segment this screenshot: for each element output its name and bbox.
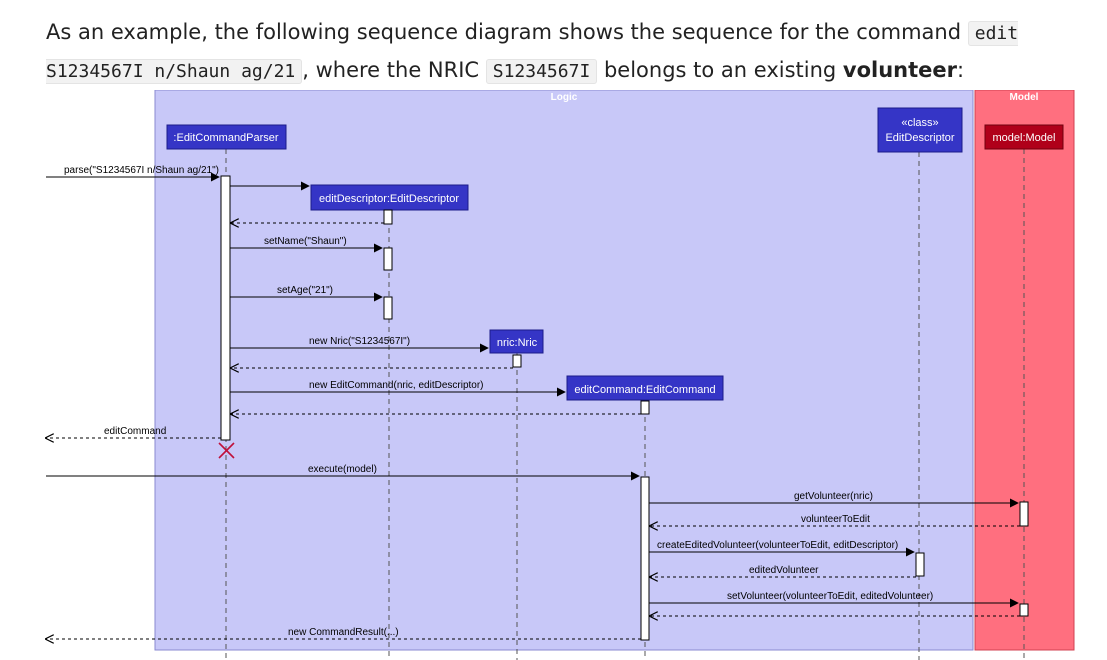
edited-volunteer-label: editedVolunteer	[749, 565, 819, 576]
intro-text-1: As an example, the following sequence di…	[46, 20, 968, 44]
inline-code-nric: S1234567I	[485, 59, 598, 84]
set-age-label: setAge("21")	[277, 285, 333, 296]
edit-descriptor-activation-3	[383, 296, 393, 320]
edit-descriptor-participant: editDescriptor:EditDescriptor	[310, 184, 469, 211]
edit-command-activation-2	[640, 476, 650, 641]
model-package-title: Model	[1010, 92, 1039, 103]
nric-activation	[512, 354, 522, 368]
edit-command-participant: editCommand:EditCommand	[566, 375, 724, 401]
edit-descriptor-activation-2	[383, 247, 393, 271]
logic-package-title: Logic	[551, 92, 578, 103]
new-edit-command-label: new EditCommand(nric, editDescriptor)	[309, 380, 484, 391]
class-edit-descriptor-participant: «class» EditDescriptor	[877, 107, 963, 153]
svg-text:editDescriptor:EditDescriptor: editDescriptor:EditDescriptor	[319, 193, 459, 205]
set-volunteer-label: setVolunteer(volunteerToEdit, editedVolu…	[727, 591, 933, 602]
parser-participant: :EditCommandParser	[166, 124, 287, 150]
new-nric-label: new Nric("S1234567I")	[309, 336, 410, 347]
intro-bold-volunteer: volunteer	[842, 58, 958, 82]
intro-text-3: belongs to an existing	[597, 58, 843, 82]
intro-text-4: :	[957, 58, 965, 82]
svg-text:nric:Nric: nric:Nric	[497, 337, 538, 349]
svg-text:EditDescriptor: EditDescriptor	[885, 132, 954, 144]
logic-package	[154, 90, 974, 651]
model-activation-2	[1019, 603, 1029, 617]
parser-destroy-marker	[218, 442, 235, 459]
get-volunteer-label: getVolunteer(nric)	[794, 491, 873, 502]
return-edit-command-label: editCommand	[104, 426, 166, 437]
svg-text:model:Model: model:Model	[993, 132, 1056, 144]
svg-text::EditCommandParser: :EditCommandParser	[173, 132, 278, 144]
parse-label: parse("S1234567I n/Shaun ag/21")	[64, 165, 219, 176]
edit-command-activation-1	[640, 400, 650, 415]
model-activation-1	[1019, 501, 1029, 527]
class-edit-descriptor-activation	[915, 552, 925, 577]
svg-text:«class»: «class»	[901, 117, 938, 129]
intro-text-2: , where the NRIC	[302, 58, 486, 82]
new-command-result-label: new CommandResult(...)	[288, 627, 399, 638]
nric-participant: nric:Nric	[489, 329, 544, 354]
sequence-diagram: Logic Model :EditCommandParser «class» E…	[0, 90, 1075, 660]
svg-text:editCommand:EditCommand: editCommand:EditCommand	[574, 384, 715, 396]
create-edited-volunteer-label: createEditedVolunteer(volunteerToEdit, e…	[657, 540, 898, 551]
model-participant: model:Model	[984, 124, 1064, 150]
volunteer-to-edit-label: volunteerToEdit	[801, 514, 870, 525]
intro-paragraph: As an example, the following sequence di…	[46, 14, 1086, 90]
set-name-label: setName("Shaun")	[264, 236, 347, 247]
parser-activation	[220, 175, 231, 441]
edit-descriptor-activation-1	[383, 209, 393, 225]
execute-label: execute(model)	[308, 464, 377, 475]
